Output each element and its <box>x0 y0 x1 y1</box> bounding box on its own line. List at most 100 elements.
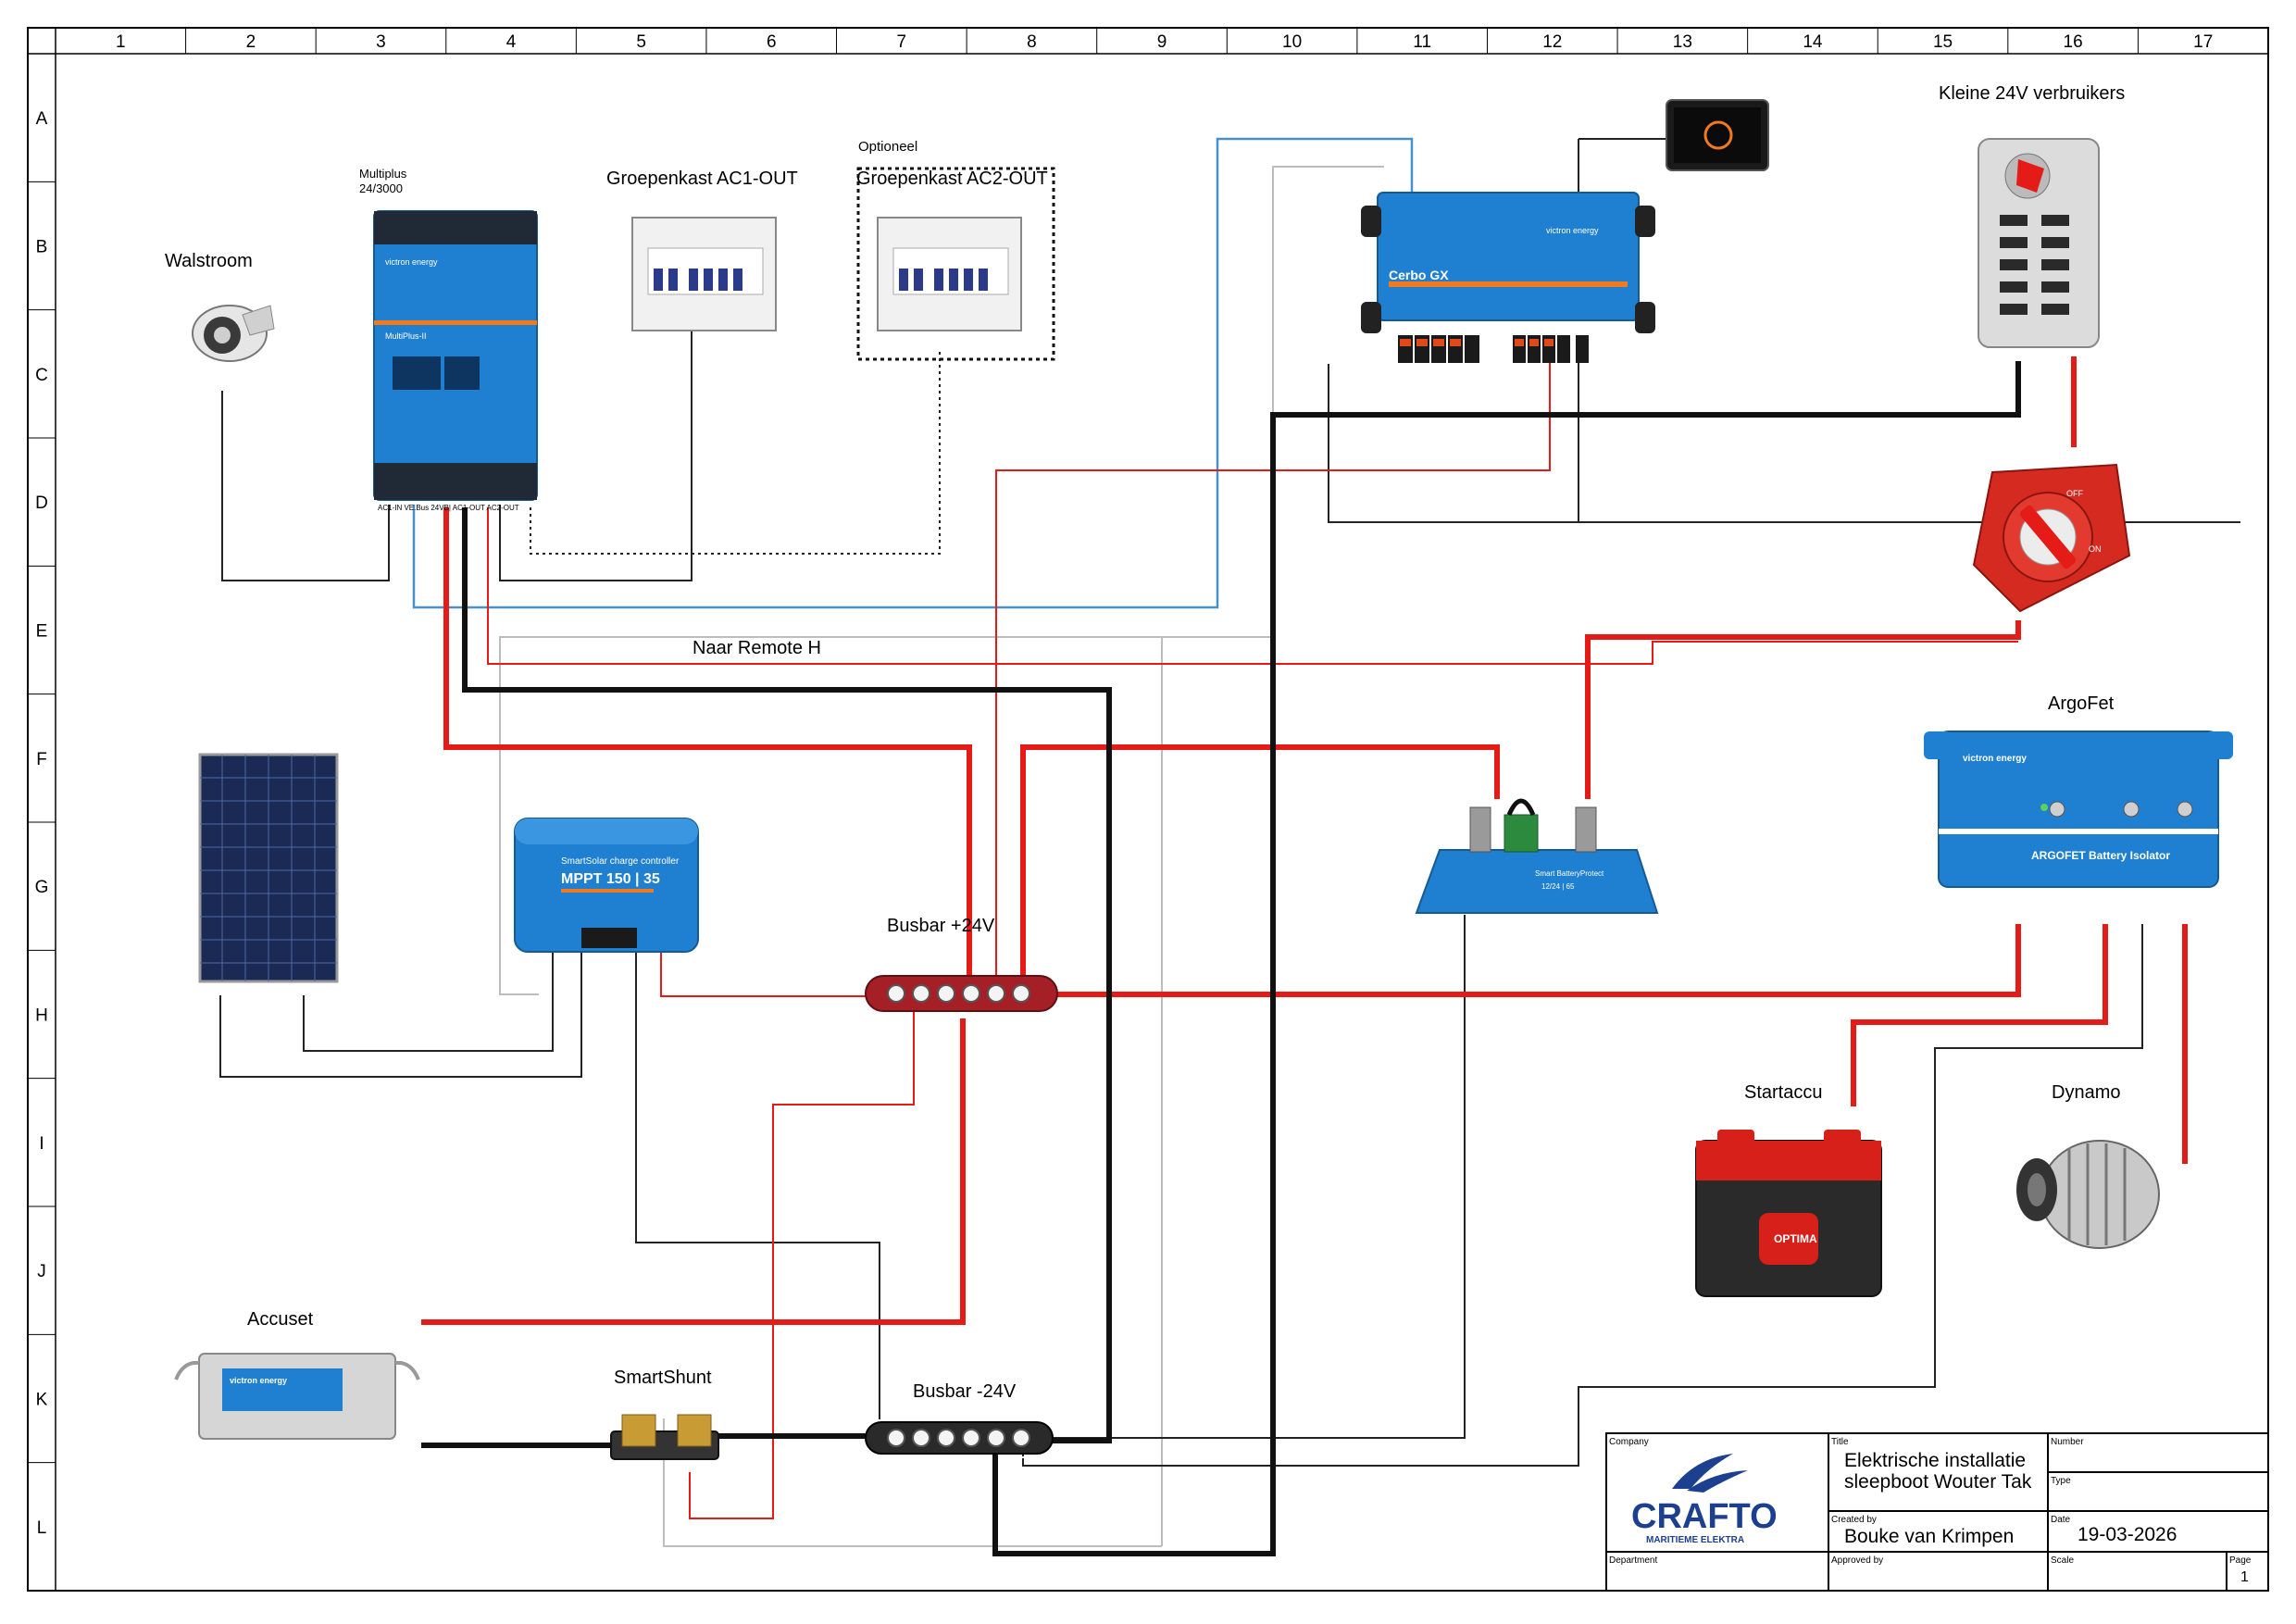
label-walstroom: Walstroom <box>165 251 253 271</box>
row-label: B <box>36 238 48 257</box>
tb-scale-label: Scale <box>2051 1555 2074 1566</box>
mppt-brand: SmartSolar charge controller <box>561 856 680 867</box>
wires-signal <box>412 137 1414 609</box>
crafto-logo: CRAFTO MARITIEME ELEKTRA <box>1631 1454 1778 1545</box>
cerbo-gx: Cerbo GX victron energy <box>1361 192 1655 363</box>
tb-number-label: Number <box>2051 1437 2084 1447</box>
label-dynamo: Dynamo <box>2052 1082 2120 1103</box>
column-label: 4 <box>506 32 517 52</box>
tb-company-label: Company <box>1609 1437 1649 1447</box>
tb-title-line1: Elektrische installatie <box>1844 1450 2026 1471</box>
tb-page-value: 1 <box>2240 1569 2249 1585</box>
tb-date-value: 19-03-2026 <box>2078 1524 2177 1545</box>
mppt-charge-controller: SmartSolar charge controller MPPT 150 | … <box>514 818 699 953</box>
label-argofet: ArgoFet <box>2048 693 2115 714</box>
row-label: K <box>36 1391 48 1410</box>
label-groepenkast-ac1: Groepenkast AC1-OUT <box>606 169 798 189</box>
solar-panel <box>198 753 339 983</box>
label-accuset: Accuset <box>247 1309 314 1330</box>
house-battery-set: Accuset victron energy <box>174 1309 420 1440</box>
tb-type-label: Type <box>2051 1476 2071 1486</box>
label-startaccu: Startaccu <box>1744 1082 1822 1103</box>
row-label: C <box>35 366 48 385</box>
column-label: 1 <box>116 32 126 52</box>
tb-approved-label: Approved by <box>1831 1555 1883 1566</box>
mppt-model: MPPT 150 | 35 <box>561 871 660 887</box>
column-label: 12 <box>1542 32 1562 52</box>
label-multiplus-rating: 24/3000 <box>359 181 403 195</box>
label-busbar-plus: Busbar +24V <box>887 916 995 936</box>
row-label: I <box>39 1134 44 1154</box>
column-label: 13 <box>1673 32 1692 52</box>
column-label: 5 <box>636 32 646 52</box>
wires-thin-red <box>487 356 2018 1519</box>
argofet-model: ARGOFET Battery Isolator <box>2031 849 2170 862</box>
argofet-battery-isolator: ArgoFet victron energy ARGOFET Battery I… <box>1924 693 2233 888</box>
switch-off-label: OFF <box>2066 489 2083 498</box>
wires-thick-black <box>421 361 2021 1556</box>
row-label: E <box>36 622 48 642</box>
label-optioneel: Optioneel <box>858 139 917 155</box>
row-label: L <box>37 1518 47 1538</box>
column-grid-ticks <box>185 28 2139 54</box>
column-label: 16 <box>2064 32 2083 52</box>
shore-power-inlet: Walstroom <box>165 251 275 362</box>
logo-text: CRAFTO <box>1631 1497 1778 1536</box>
smart-battery-protect: Smart BatteryProtect 12/24 | 65 <box>1415 798 1659 914</box>
drawing-frame <box>27 27 2269 1592</box>
cerbo-model: Cerbo GX <box>1389 268 1449 282</box>
battery-main-switch: OFF ON <box>1972 463 2131 613</box>
argofet-brand: victron energy <box>1963 754 2027 764</box>
smartshunt: SmartShunt <box>610 1368 719 1460</box>
column-label: 3 <box>376 32 386 52</box>
sbp-spec: 12/24 | 65 <box>1541 882 1575 891</box>
row-label: F <box>36 750 47 769</box>
alternator: Dynamo <box>2016 1082 2160 1249</box>
column-label: 7 <box>897 32 907 52</box>
column-label: 17 <box>2193 32 2213 52</box>
column-label: 15 <box>1933 32 1953 52</box>
wires-thick-red <box>421 356 2188 1325</box>
busbar-positive: Busbar +24V <box>865 916 1058 1012</box>
row-label: D <box>35 493 48 513</box>
label-kleine-verbruikers: Kleine 24V verbruikers <box>1939 83 2125 104</box>
row-grid-ticks <box>28 181 56 1464</box>
tb-created-label: Created by <box>1831 1515 1877 1525</box>
row-label: H <box>35 1006 48 1026</box>
multiplus-brand: victron energy <box>385 257 438 267</box>
column-label: 8 <box>1027 32 1037 52</box>
distribution-box-ac2: Optioneel Groepenkast AC2-OUT <box>856 139 1055 361</box>
cerbo-brand: victron energy <box>1546 226 1599 235</box>
label-groepenkast-ac2: Groepenkast AC2-OUT <box>856 169 1048 189</box>
logo-subtext: MARITIEME ELEKTRA <box>1646 1535 1744 1545</box>
multiplus-model: MultiPlus-II <box>385 331 427 341</box>
tb-title-line2: sleepboot Wouter Tak <box>1844 1471 2032 1493</box>
tb-created-value: Bouke van Krimpen <box>1844 1526 2014 1547</box>
tb-department-label: Department <box>1609 1555 1657 1566</box>
label-smartshunt: SmartShunt <box>614 1368 712 1388</box>
small-24v-fuse-box: Kleine 24V verbruikers <box>1939 83 2125 348</box>
switch-on-label: ON <box>2089 544 2102 554</box>
multiplus-inverter: Multiplus 24/3000 victron energy MultiPl… <box>359 167 538 512</box>
row-label: A <box>36 109 48 129</box>
label-multiplus: Multiplus <box>359 167 407 181</box>
sbp-model: Smart BatteryProtect <box>1535 869 1604 878</box>
accuset-brand: victron energy <box>230 1376 287 1385</box>
tb-page-label: Page <box>2229 1555 2252 1566</box>
startaccu-brand: OPTIMA <box>1774 1232 1817 1245</box>
column-label: 14 <box>1803 32 1823 52</box>
wires-dotted <box>530 352 941 555</box>
start-battery: Startaccu OPTIMA <box>1695 1082 1882 1297</box>
multiplus-ports: AC1-IN VE.Bus 24VB| AC1-OUT AC2-OUT <box>378 504 519 512</box>
column-label: 11 <box>1413 32 1431 52</box>
label-naar-remote: Naar Remote H <box>693 638 821 658</box>
title-block: Company CRAFTO MARITIEME ELEKTRA Departm… <box>1605 1432 2269 1592</box>
tb-title-label: Title <box>1831 1437 1849 1447</box>
busbar-negative: Busbar -24V <box>865 1381 1054 1455</box>
column-label: 10 <box>1282 32 1302 52</box>
row-label: G <box>35 878 49 897</box>
column-label: 2 <box>246 32 256 52</box>
